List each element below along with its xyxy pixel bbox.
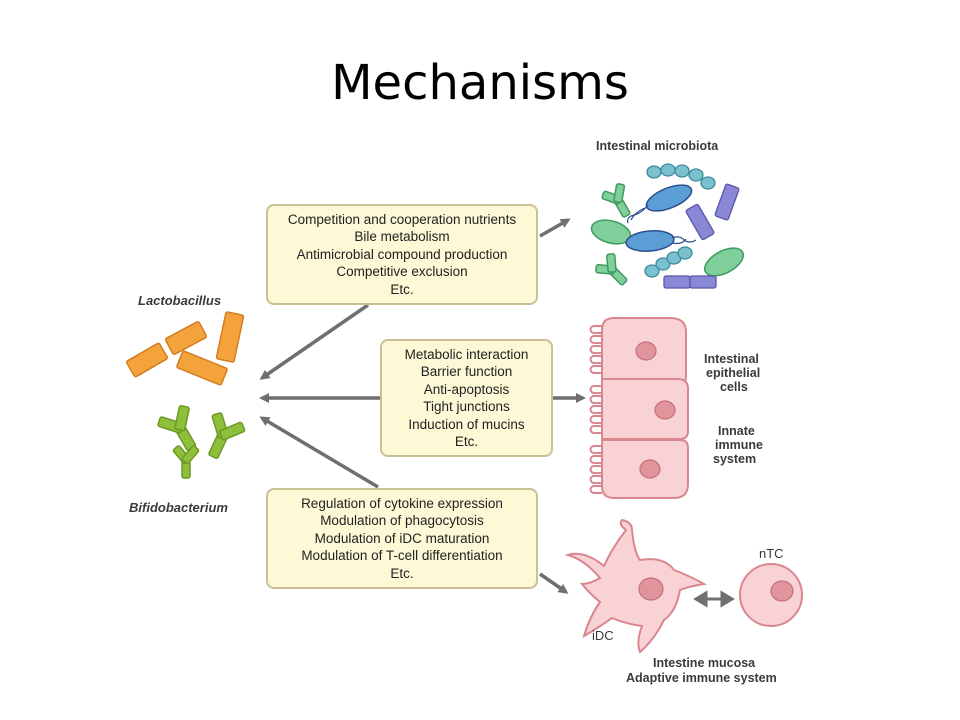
lactobacillus-icon: [126, 311, 245, 386]
microbiota-icon: [590, 163, 744, 293]
page-title: Mechanisms: [331, 55, 629, 111]
bifidobacterium-icon: [153, 400, 249, 479]
label-innate-1: Innate: [718, 424, 755, 438]
box-line: Barrier function: [420, 364, 513, 379]
box-line: Competition and cooperation nutrients: [287, 211, 517, 227]
microbiota-mechanisms-box: Competition and cooperation nutrients Bi…: [266, 204, 538, 305]
box-line: Modulation of iDC maturation: [314, 530, 490, 546]
epithelial-mechanisms-box: Metabolic interaction Barrier function A…: [380, 339, 553, 457]
arrow-to-idc: [539, 572, 569, 594]
arrow-from-microbiota-box: [259, 303, 369, 380]
box-line: Bile metabolism: [354, 229, 450, 245]
box-line: Etc.: [390, 281, 414, 297]
box-line: Etc.: [454, 434, 479, 449]
label-epithelial-1: Intestinal: [704, 352, 759, 366]
immune-mechanisms-box: Regulation of cytokine expression Modula…: [266, 488, 538, 589]
label-intestine-mucosa: Intestine mucosa: [653, 656, 756, 670]
label-ntc: nTC: [759, 546, 784, 561]
label-lactobacillus: Lactobacillus: [138, 293, 221, 308]
box-line: Antimicrobial compound production: [296, 246, 508, 262]
label-innate-3: system: [713, 452, 756, 466]
box-line: Competitive exclusion: [336, 264, 468, 280]
label-intestinal-microbiota: Intestinal microbiota: [596, 139, 719, 153]
box-line: Induction of mucins: [408, 416, 525, 432]
arrow-to-microbiota: [539, 218, 571, 238]
epithelial-cells-icon: [589, 317, 689, 499]
label-idc: iDC: [592, 628, 614, 643]
label-epithelial-2: epithelial: [706, 366, 760, 380]
label-epithelial-3: cells: [720, 380, 748, 394]
bidirectional-arrow: [693, 590, 735, 608]
label-bifidobacterium: Bifidobacterium: [129, 500, 228, 515]
box-line: Modulation of phagocytosis: [320, 513, 484, 529]
box-line: Regulation of cytokine expression: [301, 495, 503, 511]
label-innate-2: immune: [715, 438, 763, 452]
box-line: Modulation of T-cell differentiation: [301, 548, 503, 564]
ntc-cell-icon: [739, 563, 803, 627]
arrow-from-immune-box: [259, 416, 379, 489]
arrows: [259, 218, 586, 594]
box-line: Etc.: [390, 565, 414, 581]
box-line: Tight junctions: [423, 399, 510, 414]
box-line: Anti-apoptosis: [423, 381, 510, 397]
box-line: Metabolic interaction: [404, 346, 529, 362]
label-adaptive-immune-system: Adaptive immune system: [626, 671, 777, 685]
idc-cell-icon: [564, 518, 708, 654]
